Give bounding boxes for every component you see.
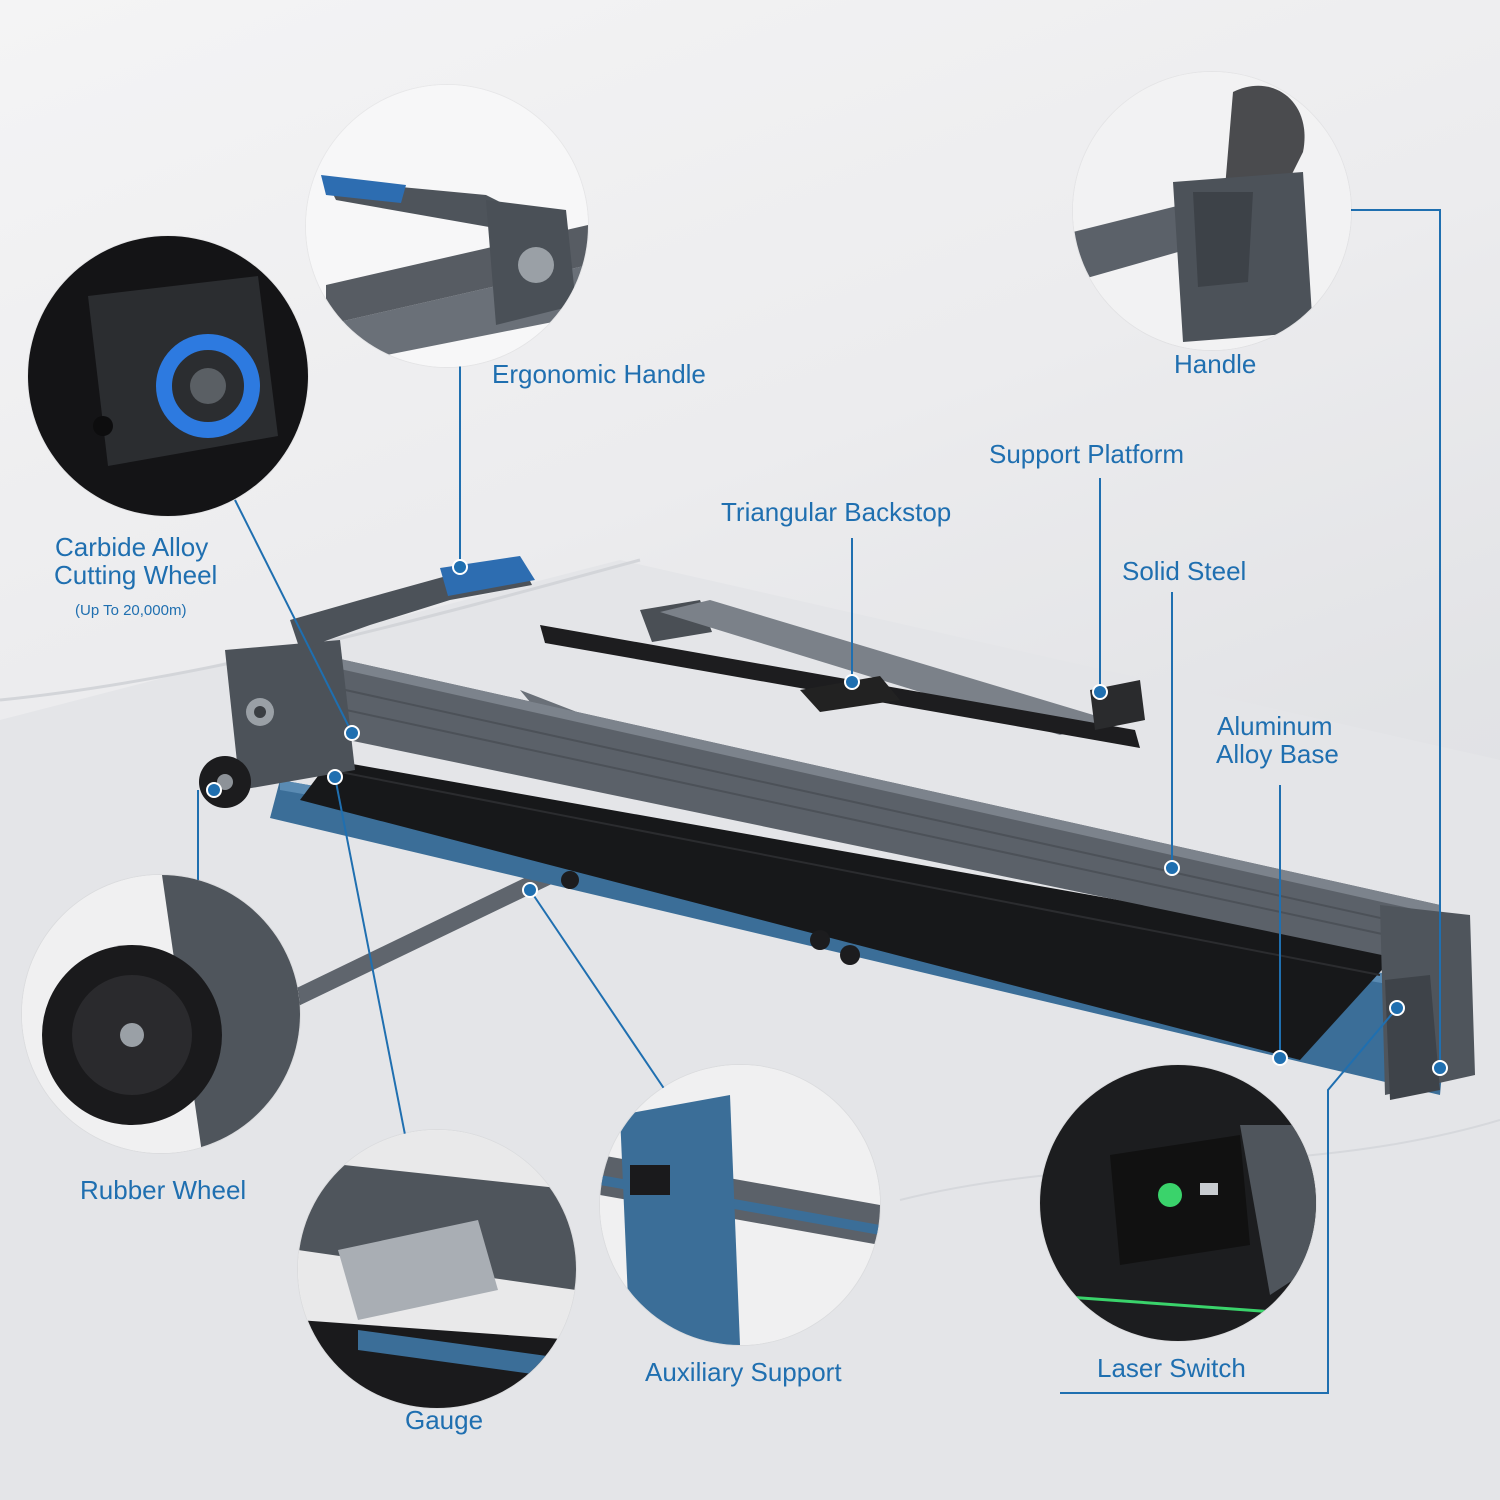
bubble-ergonomic-handle — [306, 85, 588, 367]
label-gauge: Gauge — [405, 1405, 484, 1435]
bubble-auxiliary-support — [600, 1065, 880, 1345]
label-aluminum-line1: Aluminum — [1217, 711, 1333, 741]
label-auxiliary-support: Auxiliary Support — [645, 1357, 842, 1387]
bubble-carbide-wheel — [28, 236, 308, 516]
label-carbide-note: (Up To 20,000m) — [75, 602, 187, 619]
bubble-rubber-wheel — [22, 875, 300, 1153]
label-aluminum-line2: Alloy Base — [1216, 739, 1339, 769]
bubble-laser-switch — [1040, 1065, 1316, 1341]
bubble-handle — [1073, 72, 1351, 350]
label-carbide-line1: Carbide Alloy — [55, 532, 209, 562]
label-rubber-wheel: Rubber Wheel — [80, 1175, 247, 1205]
label-handle: Handle — [1174, 349, 1257, 379]
label-solid-steel: Solid Steel — [1122, 556, 1247, 586]
label-triangular-backstop: Triangular Backstop — [721, 497, 952, 527]
label-ergonomic-handle: Ergonomic Handle — [492, 359, 706, 389]
bubble-gauge — [298, 1130, 576, 1408]
label-carbide-line2: Cutting Wheel — [54, 560, 218, 590]
label-laser-switch: Laser Switch — [1097, 1353, 1246, 1383]
label-support-platform: Support Platform — [989, 439, 1185, 469]
